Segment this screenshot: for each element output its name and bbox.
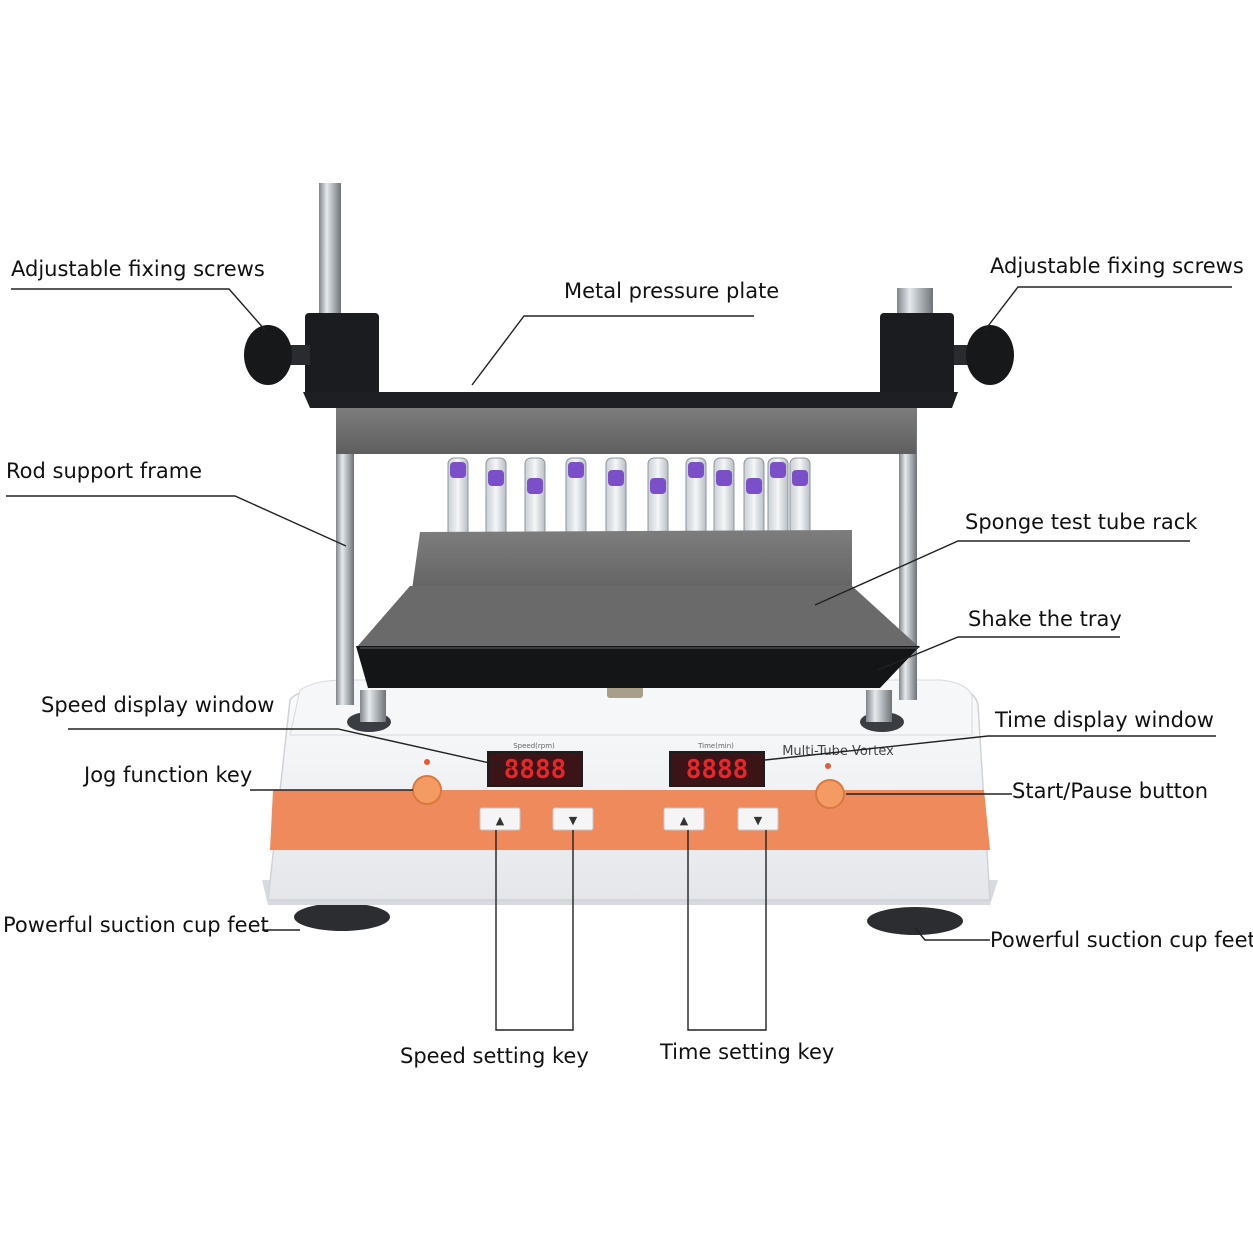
tube-sample	[527, 478, 543, 494]
tube-sample	[488, 470, 504, 486]
tube-sample	[568, 462, 584, 478]
label-speed-setting-key: Speed setting key	[400, 1044, 589, 1068]
tube-sample	[746, 478, 762, 494]
metal-pressure-plate	[303, 392, 958, 454]
label-powerful-suction-cup-feet-left: Powerful suction cup feet	[3, 913, 269, 937]
speed-display-window: 8888	[487, 751, 583, 787]
left-clamp-collar	[244, 313, 379, 399]
tube-sample	[716, 470, 732, 486]
right-rod-lower	[899, 405, 917, 700]
right-clamp-collar	[880, 313, 1014, 399]
leader-speed-setting-keys	[495, 830, 574, 1031]
leader-adjustable-screws-right	[984, 286, 1232, 331]
tube-sample	[650, 478, 666, 494]
leader-lines	[6, 286, 1232, 1031]
leader-time-display	[764, 735, 1216, 761]
leader-metal-pressure-plate	[471, 315, 754, 386]
label-powerful-suction-cup-feet-right: Powerful suction cup feet	[990, 928, 1253, 952]
speed-display-digits: 8888	[504, 755, 567, 785]
label-metal-pressure-plate: Metal pressure plate	[564, 279, 780, 303]
left-rod-top	[319, 183, 341, 313]
start-indicator-led	[825, 763, 831, 769]
label-speed-display-window: Speed display window	[41, 693, 275, 717]
speed-display-caption: Speed(rpm)	[513, 742, 555, 750]
test-tubes	[447, 457, 811, 554]
label-sponge-test-tube-rack: Sponge test tube rack	[965, 510, 1198, 534]
tube-sample	[688, 462, 704, 478]
label-adjustable-fixing-screws-right: Adjustable fixing screws	[990, 254, 1244, 278]
speed-down-key[interactable]: ▼	[552, 807, 594, 831]
tube-sample	[608, 470, 624, 486]
top-sponge-pad	[336, 408, 916, 454]
time-up-glyph: ▲	[680, 814, 689, 827]
start-pause-button[interactable]	[815, 779, 845, 809]
leader-time-setting-keys	[687, 830, 767, 1031]
sponge-test-tube-rack	[356, 530, 920, 648]
label-time-display-window: Time display window	[995, 708, 1214, 732]
right-fixing-screw-knob[interactable]	[966, 325, 1014, 385]
left-rod-lower	[336, 405, 354, 705]
left-fixing-screw-knob[interactable]	[244, 325, 292, 385]
label-shake-the-tray: Shake the tray	[968, 607, 1122, 631]
right-suction-cup	[867, 907, 963, 935]
leader-adjustable-screws-left	[11, 288, 266, 331]
label-time-setting-key: Time setting key	[660, 1040, 835, 1064]
time-display-digits: 8888	[686, 755, 749, 785]
speed-up-key[interactable]: ▲	[479, 807, 521, 831]
leader-speed-display	[68, 728, 513, 769]
label-start-pause-button: Start/Pause button	[1012, 779, 1209, 803]
orange-control-strip	[270, 790, 990, 850]
time-up-key[interactable]: ▲	[663, 807, 705, 831]
time-down-glyph: ▼	[754, 814, 763, 827]
leader-rod-support-frame	[6, 495, 347, 547]
speed-down-glyph: ▼	[569, 814, 578, 827]
tube-sample	[450, 462, 466, 478]
jog-function-key[interactable]	[412, 775, 442, 805]
time-display-window: 8888	[669, 751, 765, 787]
jog-indicator-led	[424, 759, 430, 765]
tube-sample	[770, 462, 786, 478]
shake-tray	[356, 646, 920, 688]
time-down-key[interactable]: ▼	[737, 807, 779, 831]
time-display-caption: Time(min)	[697, 742, 734, 750]
leader-suction-feet-right	[914, 927, 990, 941]
leader-shake-tray	[877, 636, 1120, 671]
speed-up-glyph: ▲	[496, 814, 505, 827]
label-jog-function-key: Jog function key	[84, 763, 253, 787]
left-suction-cup	[294, 903, 390, 931]
tube-sample	[792, 470, 808, 486]
label-adjustable-fixing-screws-left: Adjustable fixing screws	[11, 257, 265, 281]
rod-support-frame	[319, 183, 933, 722]
suction-cup-feet	[294, 903, 963, 935]
leader-sponge-rack	[814, 540, 1190, 606]
label-rod-support-frame: Rod support frame	[6, 459, 203, 483]
